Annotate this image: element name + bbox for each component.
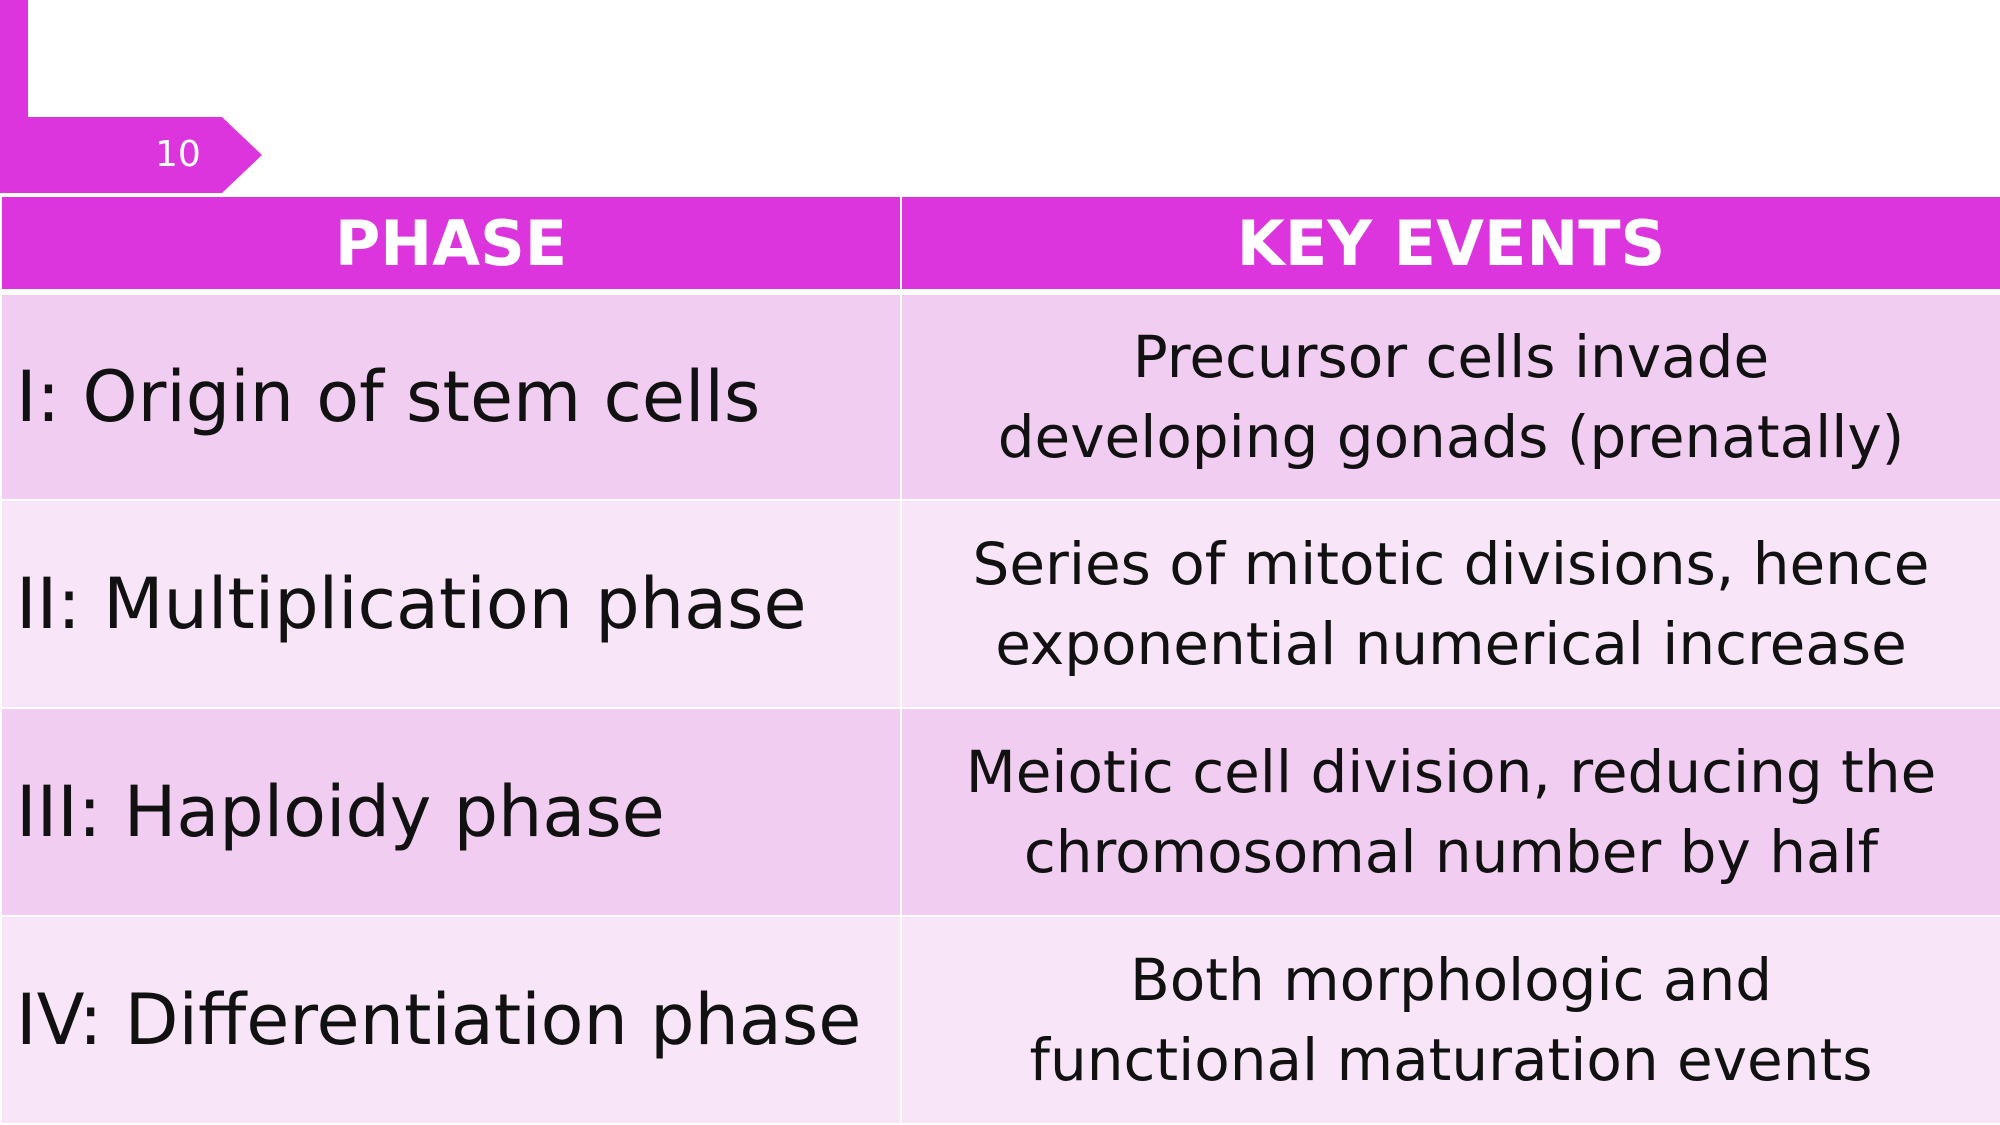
phase-cell: III: Haploidy phase xyxy=(0,707,902,917)
event-line: Precursor cells invade xyxy=(1132,323,1770,391)
events-cell: Series of mitotic divisions, hence expon… xyxy=(900,499,2000,709)
slide-number: 10 xyxy=(155,134,201,175)
header-phase: PHASE xyxy=(0,195,902,295)
phase-cell: II: Multiplication phase xyxy=(0,499,902,709)
events-cell: Both morphologic and functional maturati… xyxy=(900,915,2000,1125)
event-line: Meiotic cell division, reducing the xyxy=(965,738,1937,806)
events-cell: Meiotic cell division, reducing the chro… xyxy=(900,707,2000,917)
event-line: chromosomal number by half xyxy=(1023,818,1879,886)
table-header-row: PHASE KEY EVENTS xyxy=(0,195,2000,295)
table-row: III: Haploidy phase Meiotic cell divisio… xyxy=(0,707,2000,917)
table-row: IV: Differentiation phase Both morpholog… xyxy=(0,915,2000,1125)
slide-number-tab xyxy=(0,117,262,193)
event-line: exponential numerical increase xyxy=(995,610,1907,678)
phase-cell: IV: Differentiation phase xyxy=(0,915,902,1125)
event-line: developing gonads (prenatally) xyxy=(997,403,1905,471)
event-line: functional maturation events xyxy=(1029,1026,1873,1094)
events-cell: Precursor cells invade developing gonads… xyxy=(900,291,2000,501)
phase-cell: I: Origin of stem cells xyxy=(0,291,902,501)
table-row: I: Origin of stem cells Precursor cells … xyxy=(0,291,2000,501)
event-line: Both morphologic and xyxy=(1129,946,1773,1014)
header-key-events: KEY EVENTS xyxy=(900,195,2000,295)
table-row: II: Multiplication phase Series of mitot… xyxy=(0,499,2000,709)
phase-table: PHASE KEY EVENTS I: Origin of stem cells… xyxy=(0,195,2000,1125)
event-line: Series of mitotic divisions, hence xyxy=(972,530,1930,598)
